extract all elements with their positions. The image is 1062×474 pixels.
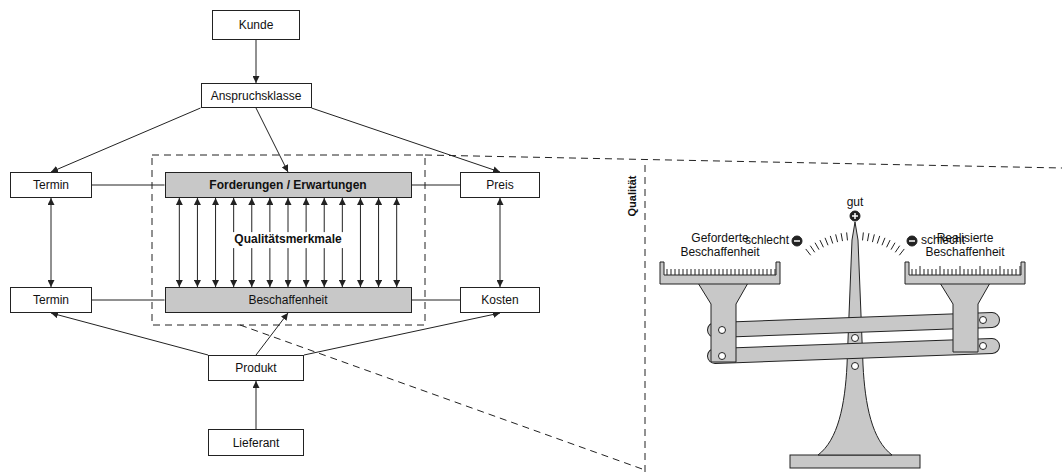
group-label: Qualitätsmerkmale bbox=[230, 232, 345, 248]
pan-ticks bbox=[667, 266, 1020, 275]
process-box: Kosten bbox=[460, 287, 540, 313]
node-text: Beschaffenheit bbox=[244, 293, 331, 307]
actor-box: Kunde bbox=[212, 10, 300, 40]
pan-label: Geforderte Beschaffenheit bbox=[670, 232, 770, 260]
connector bbox=[256, 108, 288, 172]
scale-ticks bbox=[806, 232, 905, 255]
panel-title: Qualität bbox=[626, 176, 639, 217]
connector bbox=[360, 198, 361, 287]
node-text: Forderungen / Erwartungen bbox=[205, 178, 370, 192]
node-text: Kosten bbox=[477, 293, 522, 307]
connector bbox=[256, 381, 257, 429]
node-text: Kunde bbox=[235, 18, 278, 32]
pivot-joints bbox=[719, 317, 987, 370]
pan-hanger bbox=[698, 283, 748, 362]
connector bbox=[179, 198, 180, 287]
connector bbox=[312, 108, 501, 172]
connector bbox=[396, 198, 397, 287]
connector bbox=[92, 185, 165, 186]
connector bbox=[51, 198, 52, 287]
process-box: Preis bbox=[460, 172, 540, 198]
connector bbox=[304, 313, 500, 355]
pan-label: Realisierte Beschaffenheit bbox=[915, 232, 1015, 260]
pan-hanger bbox=[940, 283, 990, 352]
node-text: Lieferant bbox=[229, 436, 284, 450]
connector bbox=[412, 300, 461, 301]
panel-border bbox=[645, 165, 646, 472]
node-text: Termin bbox=[29, 293, 73, 307]
scale-pan bbox=[660, 262, 780, 284]
scale-pan bbox=[905, 262, 1025, 284]
node-text: Preis bbox=[482, 178, 517, 192]
process-box: Termin bbox=[10, 172, 92, 198]
plus-symbol bbox=[850, 211, 860, 221]
band-box: Forderungen / Erwartungen bbox=[165, 172, 412, 198]
band-box: Beschaffenheit bbox=[165, 287, 412, 313]
process-box: Produkt bbox=[208, 355, 304, 381]
connector bbox=[215, 198, 216, 287]
connector bbox=[412, 185, 461, 186]
node-text: Produkt bbox=[231, 361, 280, 375]
connector bbox=[197, 198, 198, 287]
connector bbox=[51, 108, 201, 172]
minus-symbol bbox=[907, 236, 917, 246]
node-text: Termin bbox=[29, 178, 73, 192]
scale-label: gut bbox=[847, 196, 864, 210]
minus-symbol bbox=[792, 236, 802, 246]
connector bbox=[500, 198, 501, 287]
lever-bars bbox=[715, 320, 992, 356]
scale-base bbox=[790, 455, 920, 468]
node-text: Anspruchsklasse bbox=[207, 89, 306, 103]
connector bbox=[378, 198, 379, 287]
connector bbox=[92, 300, 165, 301]
scale-pillar bbox=[818, 222, 892, 455]
connector bbox=[256, 40, 257, 83]
zoom-line bbox=[425, 155, 1062, 168]
connector bbox=[256, 313, 288, 355]
actor-box: Lieferant bbox=[208, 429, 304, 456]
process-box: Termin bbox=[10, 287, 92, 313]
dashed-region bbox=[152, 155, 425, 325]
process-box: Anspruchsklasse bbox=[201, 83, 312, 108]
connector bbox=[51, 313, 208, 355]
